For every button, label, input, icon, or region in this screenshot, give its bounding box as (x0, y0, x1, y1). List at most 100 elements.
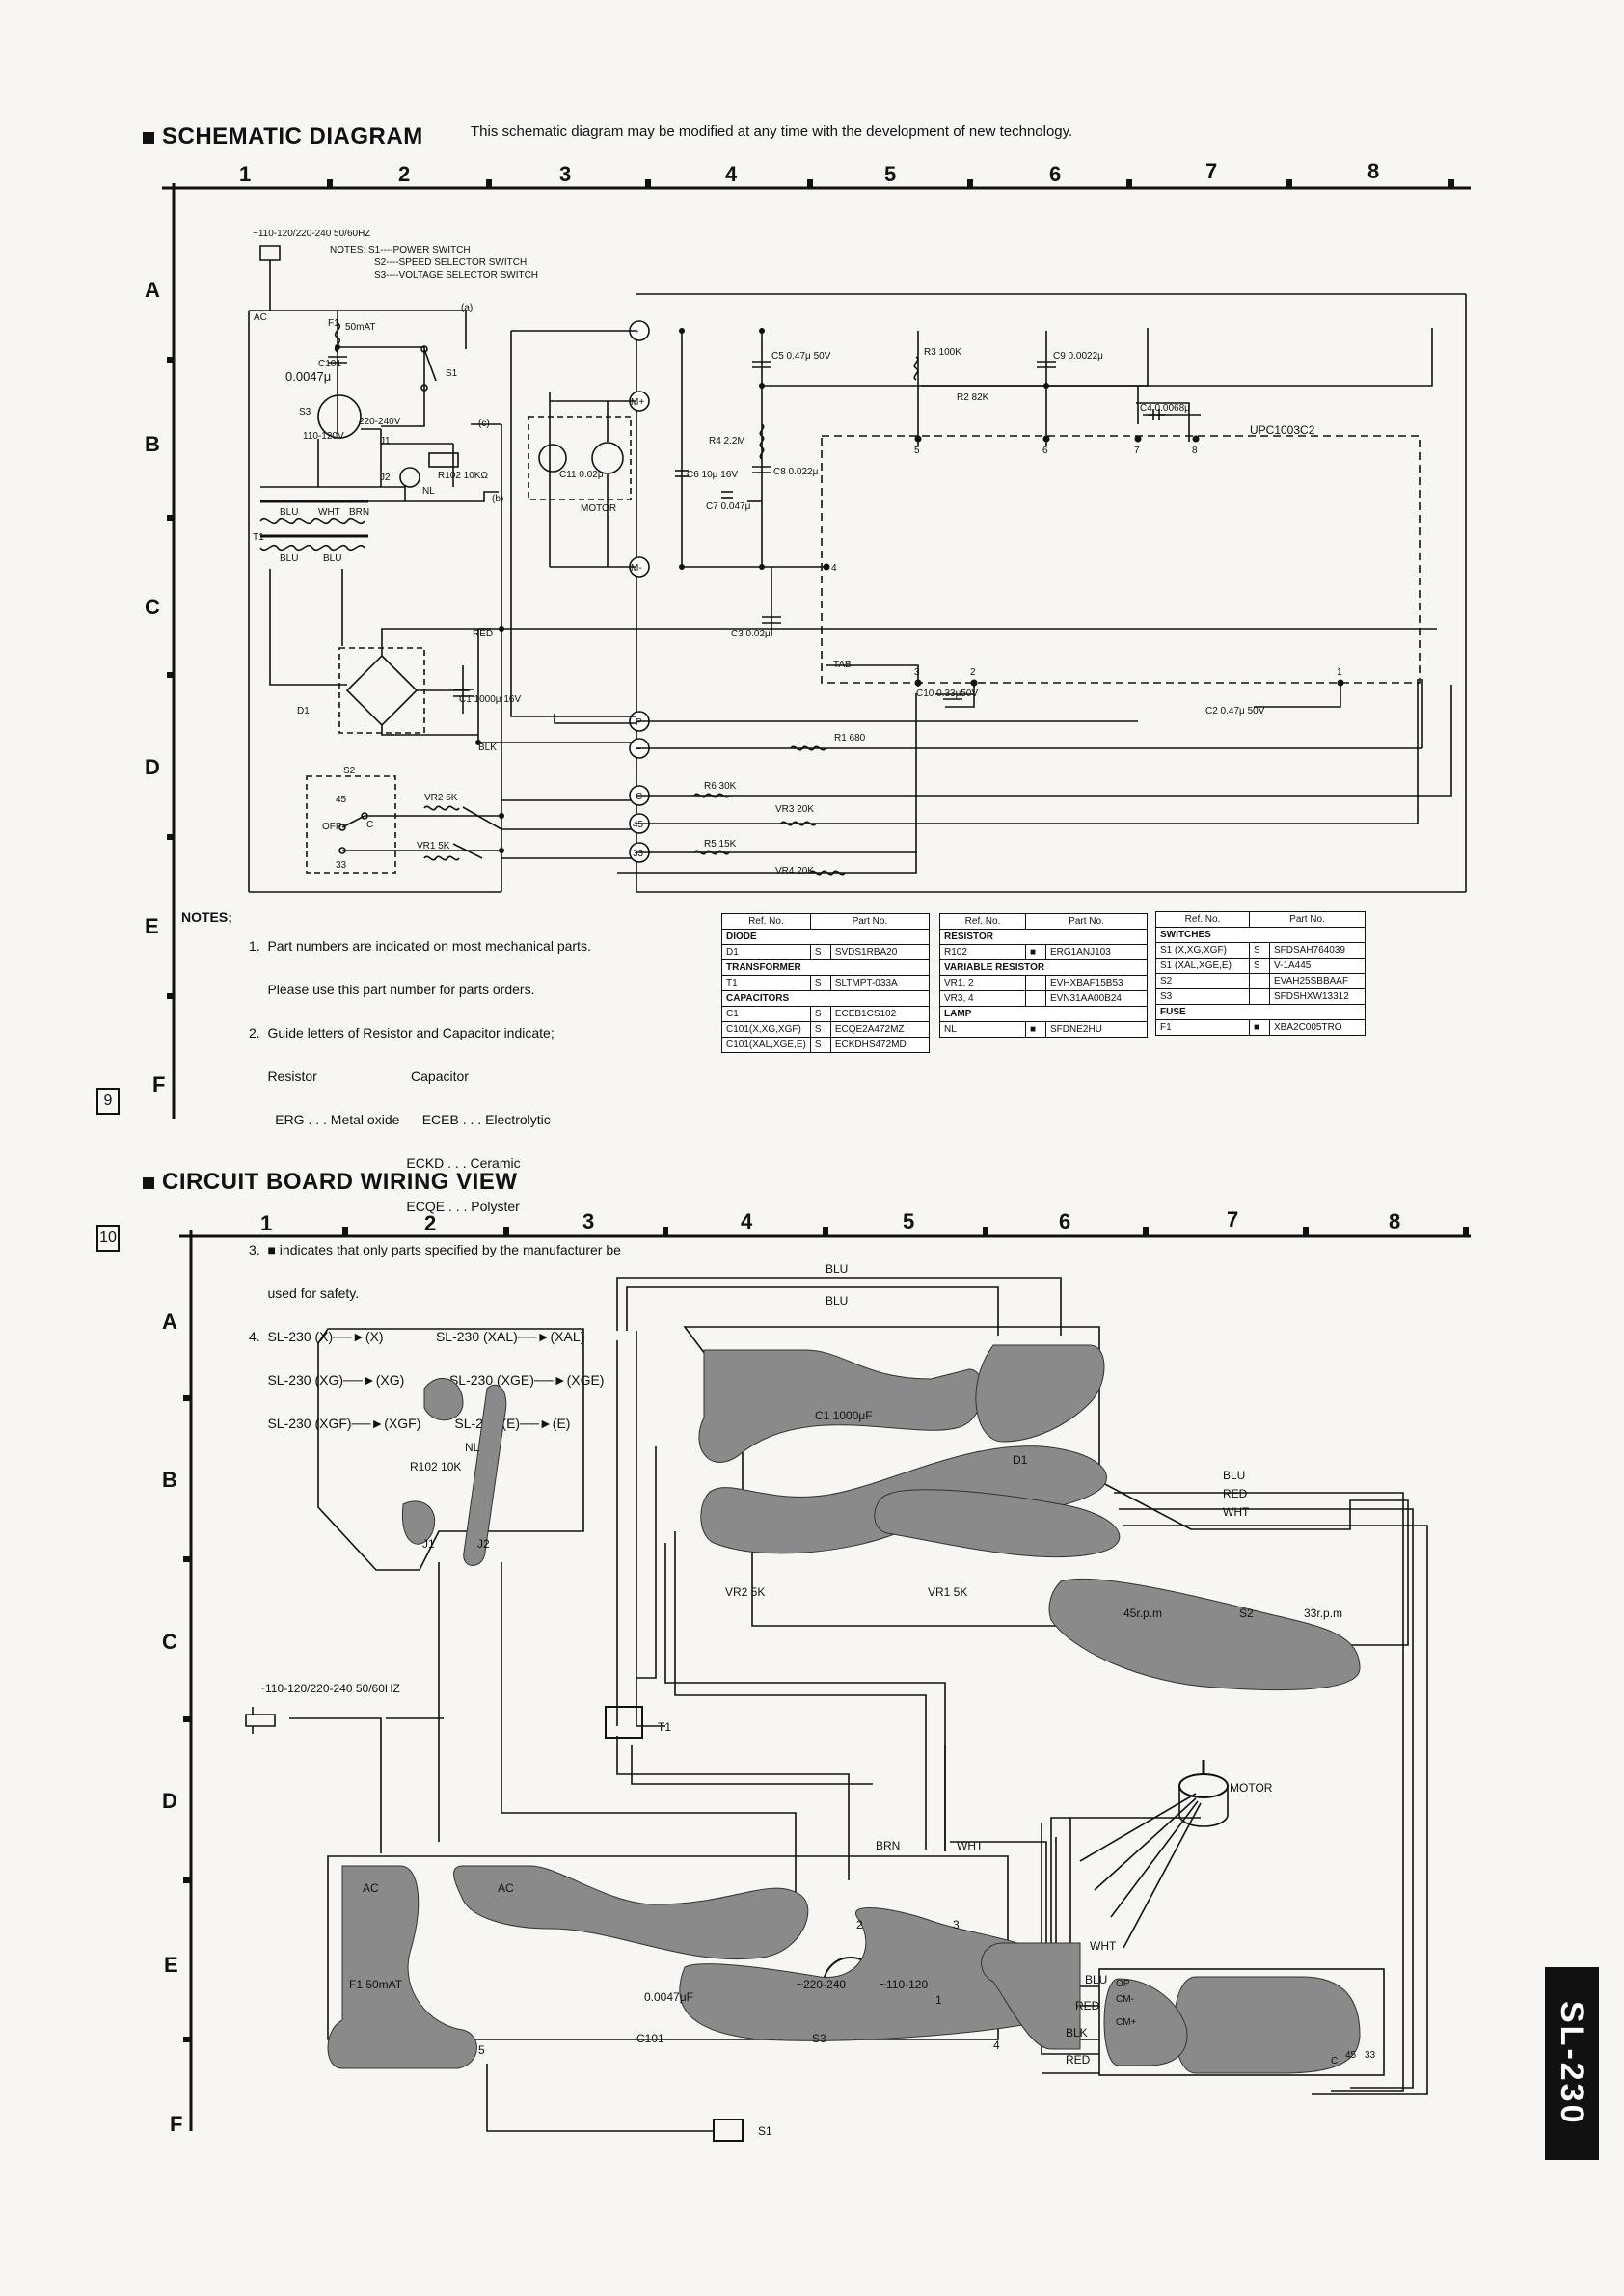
parts-cell-part: SFDNE2HU (1045, 1021, 1148, 1038)
board-lbl-s2: S2 (1239, 1607, 1254, 1620)
pin-1: 1 (1337, 667, 1342, 678)
board-lbl-cn: C (1331, 2056, 1338, 2066)
note-line: 3. ■ indicates that only parts specified… (249, 1242, 621, 1257)
switch-note-3: S3----VOLTAGE SELECTOR SWITCH (374, 270, 538, 281)
pin-8: 8 (1192, 446, 1198, 456)
board-lbl-v110: ~110-120 (880, 1978, 928, 1991)
parts-cell-ref: NL (939, 1021, 1026, 1038)
board-col-5: 5 (903, 1209, 915, 1233)
parts-cell-part: EVHXBAF15B53 (1045, 975, 1148, 991)
lbl-vr2: VR2 5K (424, 793, 458, 803)
parts-section-label: VARIABLE RESISTOR (939, 959, 1148, 976)
lbl-blu-top: BLU (280, 507, 298, 518)
parts-cell-s: ■ (1025, 1021, 1046, 1038)
grid-row-f: F (152, 1072, 166, 1096)
parts-section-row: FUSE (1155, 1004, 1366, 1020)
parts-row: NL■SFDNE2HU (939, 1021, 1148, 1038)
term-c: C (636, 792, 642, 802)
lbl-brn: BRN (349, 507, 369, 518)
board-lbl-vr1: VR1 5K (928, 1585, 967, 1599)
lbl-c6: C6 10μ 16V (687, 470, 738, 480)
parts-section-label: LAMP (939, 1006, 1148, 1022)
col-part: Part No. (1249, 911, 1366, 928)
parts-cell-s: S (809, 1006, 831, 1022)
lbl-c1: C1 1000μ 16V (459, 694, 521, 705)
board-col-6: 6 (1059, 1209, 1071, 1233)
board-lbl-motor: MOTOR (1230, 1781, 1273, 1795)
parts-cell-ref: D1 (721, 944, 811, 960)
board-lbl-red5: RED (1066, 2053, 1091, 2066)
lbl-c10: C10 0.33μ50V (916, 689, 978, 699)
lbl-c7: C7 0.047μ (706, 501, 751, 512)
lbl-r2: R2 82K (957, 392, 989, 403)
board-col-8: 8 (1389, 1209, 1401, 1233)
lbl-r5: R5 15K (704, 839, 737, 850)
parts-cell-ref: VR1, 2 (939, 975, 1026, 991)
board-lbl-red3: RED (1223, 1487, 1248, 1500)
parts-section-row: RESISTOR (939, 929, 1148, 945)
board-lbl-s1: S1 (758, 2124, 772, 2138)
board-lbl-c101v: 0.0047μF (644, 1990, 693, 2004)
lbl-s1: S1 (446, 368, 458, 379)
board-lbl-blk4: BLK (1066, 2026, 1088, 2039)
parts-cell-s: S (809, 1037, 831, 1053)
lbl-wht: WHT (318, 507, 340, 518)
lbl-vr1: VR1 5K (417, 841, 450, 851)
note-line: ECQE . . . Polyster (249, 1199, 520, 1214)
parts-cell-part: EVN31AA00B24 (1045, 990, 1148, 1007)
parts-cell-part: XBA2C005TRO (1269, 1019, 1366, 1036)
lbl-33: 33 (336, 860, 347, 871)
pin-7: 7 (1134, 446, 1140, 456)
term-minus: − (636, 744, 641, 755)
lbl-c2: C2 0.47μ 50V (1205, 706, 1265, 716)
board-lbl-n2: 2 (856, 1918, 863, 1931)
note-line: 1. Part numbers are indicated on most me… (249, 938, 591, 954)
board-lbl-blu1: BLU (826, 1262, 848, 1276)
parts-cell-s: S (1249, 958, 1270, 974)
lbl-v110: 110-120V (303, 431, 344, 442)
lbl-c11: C11 0.02μ (559, 470, 604, 480)
grid-row-e: E (145, 914, 159, 938)
lbl-r6: R6 30K (704, 781, 737, 792)
grid-col-8: 8 (1367, 159, 1380, 183)
note-line: ECKD . . . Ceramic (249, 1155, 521, 1171)
parts-cell-ref: T1 (721, 975, 811, 991)
board-lbl-r102: R102 10K (410, 1460, 461, 1473)
parts-row: VR1, 2 EVHXBAF15B53 (939, 975, 1148, 991)
board-lbl-n4: 4 (993, 2039, 1000, 2052)
board-lbl-n33: 33 (1365, 2050, 1376, 2061)
board-lbl-n5: 5 (478, 2043, 485, 2057)
board-lbl-f1: F1 50mAT (349, 1978, 403, 1991)
parts-row: R102■ERG1ANJ103 (939, 944, 1148, 960)
board-lbl-blu4: BLU (1085, 1973, 1107, 1986)
board-row-e: E (164, 1953, 178, 1977)
lbl-c-wire: (c) (478, 419, 490, 429)
board-lbl-s3: S3 (812, 2032, 826, 2045)
lbl-ac: AC (254, 312, 267, 323)
parts-cell-s (1249, 973, 1270, 989)
notes-list: 1. Part numbers are indicated on most me… (249, 910, 712, 1445)
lbl-45: 45 (336, 795, 347, 805)
lbl-ic: UPC1003C2 (1250, 423, 1315, 437)
switch-note-2: S2----SPEED SELECTOR SWITCH (374, 257, 527, 268)
parts-cell-ref: S2 (1155, 973, 1250, 989)
parts-cell-part: EVAH25SBBAAF (1269, 973, 1366, 989)
col-part: Part No. (809, 913, 931, 930)
parts-section-label: TRANSFORMER (721, 959, 930, 976)
model-badge: SL-230 (1545, 1967, 1599, 2160)
board-lbl-wht3: WHT (1223, 1505, 1250, 1519)
board-lbl-n1: 1 (935, 1993, 942, 2007)
parts-cell-ref: VR3, 4 (939, 990, 1026, 1007)
note-line: 4. SL-230 (X)──►(X) SL-230 (XAL)──►(XAL) (249, 1329, 585, 1344)
lbl-c4: C4 0.0068μ (1140, 403, 1190, 414)
lbl-r3: R3 100K (924, 347, 961, 358)
board-col-1: 1 (260, 1211, 273, 1235)
board-lbl-brn: BRN (876, 1839, 900, 1852)
parts-row: F1■XBA2C005TRO (1155, 1019, 1366, 1036)
lbl-j2: J2 (380, 473, 391, 483)
pin-5: 5 (914, 446, 920, 456)
schematic-diagram: ~110-120/220-240 50/60HZ NOTES: S1----PO… (162, 179, 1471, 1119)
note-line: Please use this part number for parts or… (249, 982, 535, 997)
parts-cell-part: SVDS1RBA20 (829, 944, 931, 960)
board-lbl-s33: 33r.p.m (1304, 1607, 1342, 1620)
